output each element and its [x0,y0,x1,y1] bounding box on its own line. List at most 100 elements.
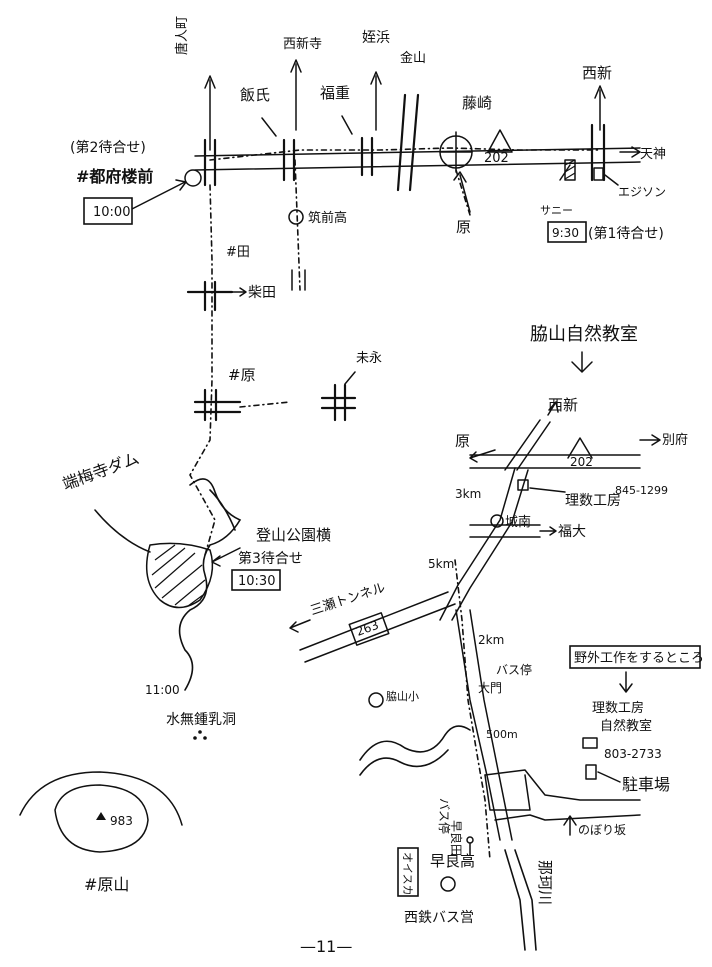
meeting-3-time-box [231,569,281,591]
label-omon: 大門 [478,681,502,695]
label-noboridaka: のぼり坂 [578,823,626,837]
page-number: —11— [300,937,352,956]
label-energy: エジソン [618,185,666,199]
pointer-meeting-3 [211,547,241,567]
arrow-noboridaka [563,815,577,836]
river-upper-bank [209,489,236,531]
pointer-sunny [559,164,571,181]
pointer-rika-kobo [529,487,566,493]
label-parking: 駐車場 [622,775,670,794]
label-lower-hara: 原 [455,432,470,450]
label-dam: 端梅寺ダム [60,449,142,494]
river-lower-north [359,725,471,761]
label-meeting-3-time: 10:30 [238,574,275,589]
label-meeting-1-mark: サニー [540,204,573,217]
road-noboridaka-south [494,814,641,821]
label-fukudai: 福大 [558,524,586,540]
label-meeting-2: (第2待合せ) [70,139,146,156]
pointer-iiuji [261,117,277,137]
building-parking [585,764,597,780]
road-chikuzen [294,159,301,291]
route-ihara-east [239,401,291,408]
label-lower-nishijin: 西新 [548,396,578,414]
label-outdoor-place-1: 理数工房 [592,700,644,716]
label-sawara-high: 早良高 [430,852,475,870]
label-to-kanayama: 金山 [400,50,426,66]
label-3km: 3km [455,487,481,501]
school-icon-sawara [440,876,456,892]
label-to-ryoshoji: 西新寺 [283,36,322,52]
label-oisuka: オイスカ [401,852,414,896]
main-road-south-edge [194,161,641,171]
label-nishitetsu-bus: 西鉄バス営 [404,910,474,926]
north-arrow-icon [204,59,606,151]
meeting-point-icon [184,169,202,187]
naka-river [504,849,537,951]
road-263 [299,591,456,663]
route-line-west [189,184,216,556]
label-to-tojin: 唐人町 [174,16,190,55]
arrow-hara-lower [469,449,496,463]
pointer-parking [597,771,621,783]
route-sign-202 [567,437,593,459]
school-icon-wakiyama [368,692,384,708]
hara-arrow [453,171,471,213]
label-outdoor-title: 野外工作をするところ [574,651,704,666]
river-lower-south [359,749,449,776]
road-chikuzen-end [291,269,306,291]
hara-route [455,169,471,216]
road-to-nishijin [504,419,551,471]
pointer-suenaga [344,371,356,385]
school-icon [288,209,304,225]
label-shosoku: 柴田 [248,285,276,301]
label-lower-route-202: 202 [570,455,593,469]
label-sohara: 早良田 [449,820,464,856]
label-meeting-1-time: 9:30 [552,226,579,240]
title-down-arrow [571,351,593,373]
intersection-ihara [193,388,242,422]
label-tunnel: 三瀬トンネル [309,581,388,619]
label-mountain: #原山 [84,875,129,894]
tenjin-arrow [619,146,641,158]
mountain-contour-outer [19,771,183,826]
intersection-kakuda [186,280,234,312]
label-phone-2: 803-2733 [604,747,662,761]
peak-icon [96,812,106,820]
oisuka-box [397,847,419,897]
label-park: 登山公園横 [256,526,331,544]
route-line-lower [454,559,491,861]
label-hara: 原 [456,218,471,236]
label-phone-1: 845-1299 [615,484,668,497]
label-ihara: #原 [228,366,256,384]
loop-road [484,774,531,811]
school-icon-jonan [490,514,504,528]
label-route-202: 202 [484,151,509,166]
label-meeting-1: (第1待合せ) [588,225,664,242]
arrow-beppu [639,434,661,446]
building-edison [593,167,604,181]
building-sunny [564,159,576,181]
intersection-marks [203,93,606,192]
route-sign-263 [348,612,390,646]
building-rika-kobo-2 [582,737,598,749]
arrow-nishijin-lower [547,401,559,416]
label-cave: 水無鍾乳洞 [166,712,236,728]
label-2km: 2km [478,633,504,647]
label-bus-stop-2: バス停 [437,798,452,834]
dam-hatch [151,544,206,607]
arrow-fukudai [539,526,557,536]
label-outdoor-place-2: 自然教室 [600,718,652,734]
road-south-east [451,469,529,621]
dam-reservoir [145,542,214,609]
pointer-dam [94,509,151,553]
building-rika-kobo [517,479,529,491]
label-suenaga: 未永 [356,351,382,366]
label-to-nishijin: 西新 [582,64,612,82]
pointer-edison [604,174,619,186]
meeting-1-time-box [547,221,587,243]
arrow-shosoku [229,287,247,297]
pointer-meeting-2 [129,179,187,211]
label-500m: 500m [486,728,518,741]
road-noboridaka-north [484,769,641,801]
